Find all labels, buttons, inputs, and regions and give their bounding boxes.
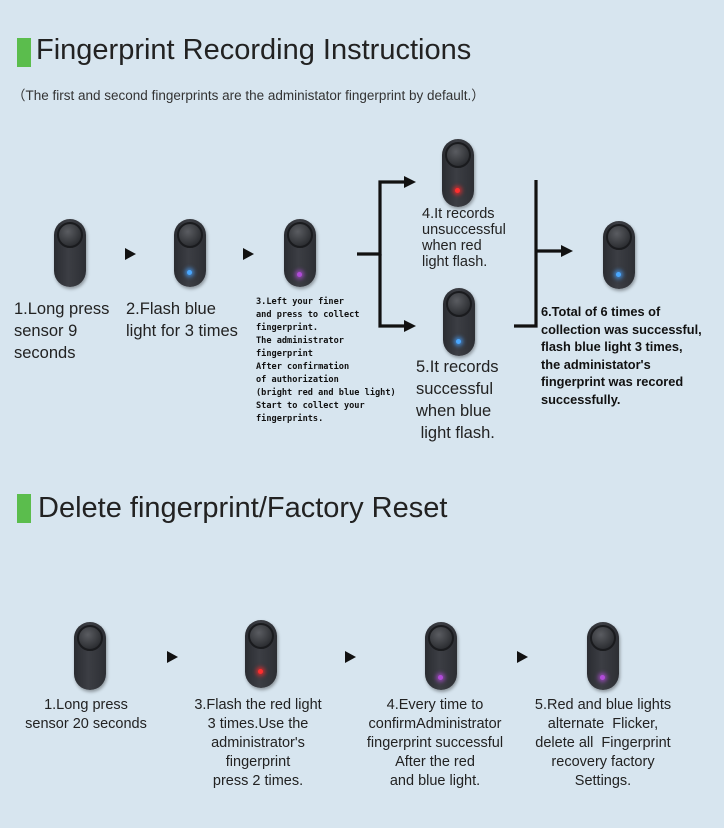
sensor-pad-icon — [590, 625, 616, 651]
sensor-pad-icon — [606, 224, 632, 250]
arrow-right-icon — [345, 651, 356, 663]
reset-step4-label: 4.Every time to confirmAdministrator fin… — [366, 697, 504, 789]
purple-led-icon — [297, 272, 302, 277]
blue-led-icon — [187, 270, 192, 275]
arrow-right-icon — [517, 651, 528, 663]
blue-led-icon — [456, 339, 461, 344]
red-led-icon — [455, 188, 460, 193]
sensor-pad-icon — [446, 291, 472, 317]
sensor-pad-icon — [445, 142, 471, 168]
arrow-right-icon — [167, 651, 178, 663]
step6-label: 6.Total of 6 times of collection was suc… — [541, 304, 702, 407]
arrow-right-icon — [243, 248, 254, 260]
sensor-pad-icon — [248, 623, 274, 649]
section-marker — [17, 38, 31, 67]
reset-step1-label: 1.Long press sensor 20 seconds — [25, 697, 147, 732]
red-led-icon — [258, 669, 263, 674]
purple-led-icon — [438, 675, 443, 680]
default-admin-note: （The first and second fingerprints are t… — [12, 88, 485, 103]
step3-label: 3.Left your finer and press to collect f… — [256, 297, 396, 424]
sensor-pad-icon — [57, 222, 83, 248]
section-marker — [17, 494, 31, 523]
section-title-recording: Fingerprint Recording Instructions — [36, 34, 472, 66]
sensor-pad-icon — [177, 222, 203, 248]
reset-step3-label: 3.Flash the red light 3 times.Use the ad… — [194, 697, 322, 789]
step4-label: 4.It records unsuccessful when red light… — [422, 206, 506, 270]
sensor-pad-icon — [77, 625, 103, 651]
step2-label: 2.Flash blue light for 3 times — [126, 300, 238, 340]
sensor-pad-icon — [287, 222, 313, 248]
section-title-reset: Delete fingerprint/Factory Reset — [38, 492, 448, 524]
blue-led-icon — [616, 272, 621, 277]
step1-label: 1.Long press sensor 9 seconds — [14, 300, 110, 362]
reset-step5-label: 5.Red and blue lights alternate Flicker,… — [534, 697, 672, 789]
arrow-right-icon — [125, 248, 136, 260]
purple-led-icon — [600, 675, 605, 680]
step5-label: 5.It records successful when blue light … — [416, 358, 499, 442]
sensor-pad-icon — [428, 625, 454, 651]
